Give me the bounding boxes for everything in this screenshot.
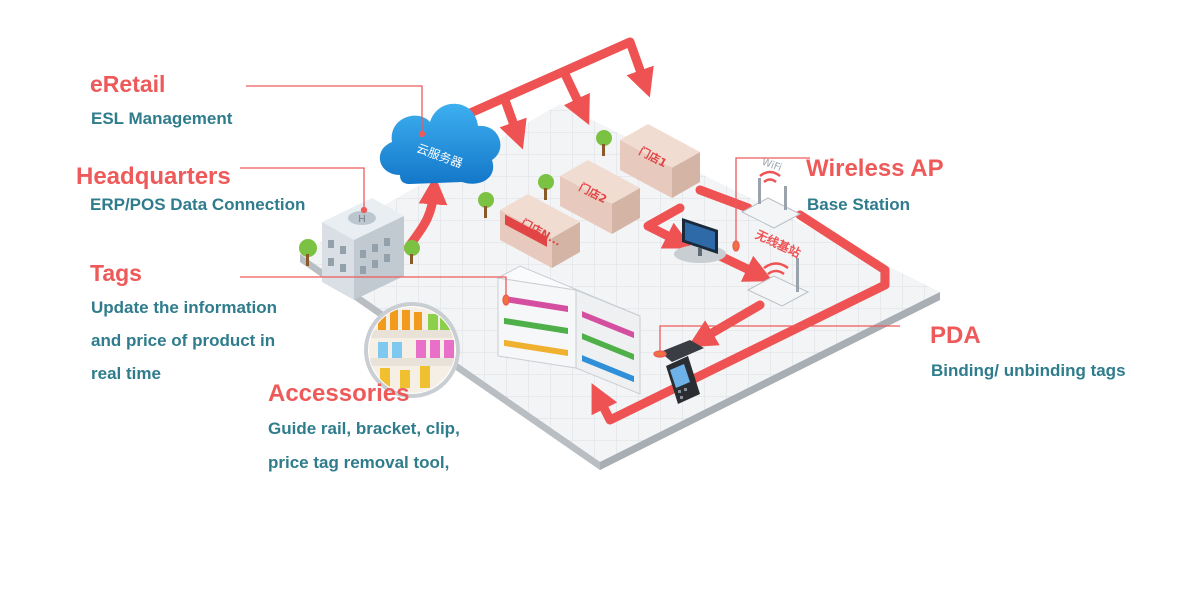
monitor-icon [674,218,726,263]
router-icon: WiFi [740,157,802,229]
wireless-ap-leader [735,157,810,244]
ap-loop-arrow [591,210,890,425]
store-to-monitor-arrow [643,203,693,249]
network-arrows [403,37,890,425]
accessories-line-2: price tag removal tool, [268,453,450,472]
ap-to-base-arrow [713,250,774,282]
tags-title: Tags [90,260,142,286]
store-2-icon: 门店2 [560,160,640,234]
cloud-server-icon: 云服务器 [379,103,501,184]
pda-leader [659,325,900,352]
eretail-title: eRetail [90,71,166,97]
headquarters-title: Headquarters [76,163,231,190]
accessories-title: Accessories [268,380,410,407]
shelf-icon [496,265,641,395]
headquarters-subtitle: ERP/POS Data Connection [90,195,306,214]
leader-lines [240,85,900,358]
tags-line-1: Update the information [91,298,278,317]
tags-line-3: real time [91,364,161,383]
store-N-icon: 门店N... [500,194,580,268]
cloud-branch-storeN [499,95,527,150]
accessories-line-1: Guide rail, bracket, clip, [268,419,460,438]
wireless-ap-subtitle: Base Station [807,195,910,214]
headquarters-building-icon: H [322,198,404,300]
headquarters-leader [240,167,365,208]
wireless-ap-title: Wireless AP [806,155,944,182]
tag-magnifier-icon [364,302,460,398]
store-1-icon: 门店1 [620,124,700,198]
pda-subtitle: Binding/ unbinding tags [931,361,1126,380]
store-to-ap-arrow [695,185,753,213]
svg-text:H: H [358,214,365,225]
tags-leader [240,276,507,298]
tags-line-2: and price of product in [91,331,276,350]
base-to-pda-arrow [687,300,765,348]
cloud-main-arrow [445,37,654,127]
pda-title: PDA [930,322,981,349]
pda-scanner-icon [660,340,704,404]
eretail-subtitle: ESL Management [91,109,233,128]
cloud-branch-store2 [560,69,590,126]
eretail-leader [246,85,423,132]
